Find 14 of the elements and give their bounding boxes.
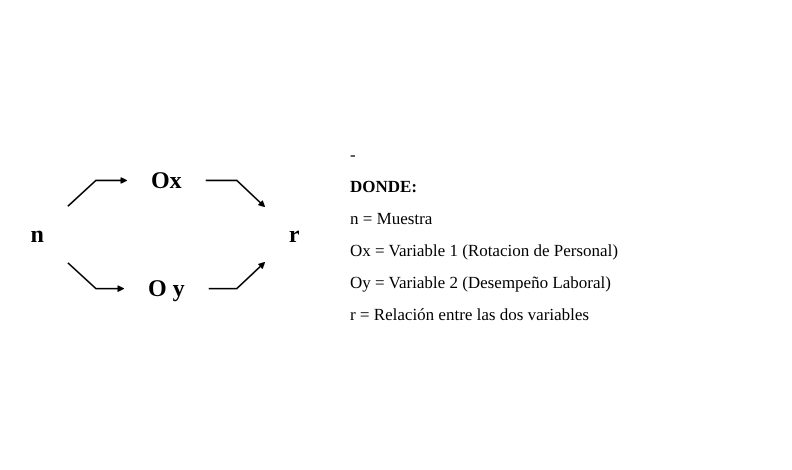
- node-text: O y: [148, 276, 185, 302]
- arrow: [208, 262, 266, 290]
- definition-text: r = Relación entre las dos variables: [350, 305, 590, 325]
- definition-text: Ox = Variable 1 (Rotacion de Personal): [350, 241, 618, 261]
- arrow: [67, 177, 128, 208]
- arrow: [67, 262, 124, 293]
- node-text: Ox: [150, 168, 182, 194]
- definition-text: n = Muestra: [350, 209, 434, 229]
- definition-text: Oy = Variable 2 (Desempeño Laboral): [350, 273, 612, 293]
- legend-heading: DONDE:: [350, 177, 418, 197]
- arrow: [206, 180, 266, 208]
- node-text: n: [30, 222, 44, 248]
- sign-label: -: [350, 145, 357, 165]
- node-text: r: [288, 222, 300, 248]
